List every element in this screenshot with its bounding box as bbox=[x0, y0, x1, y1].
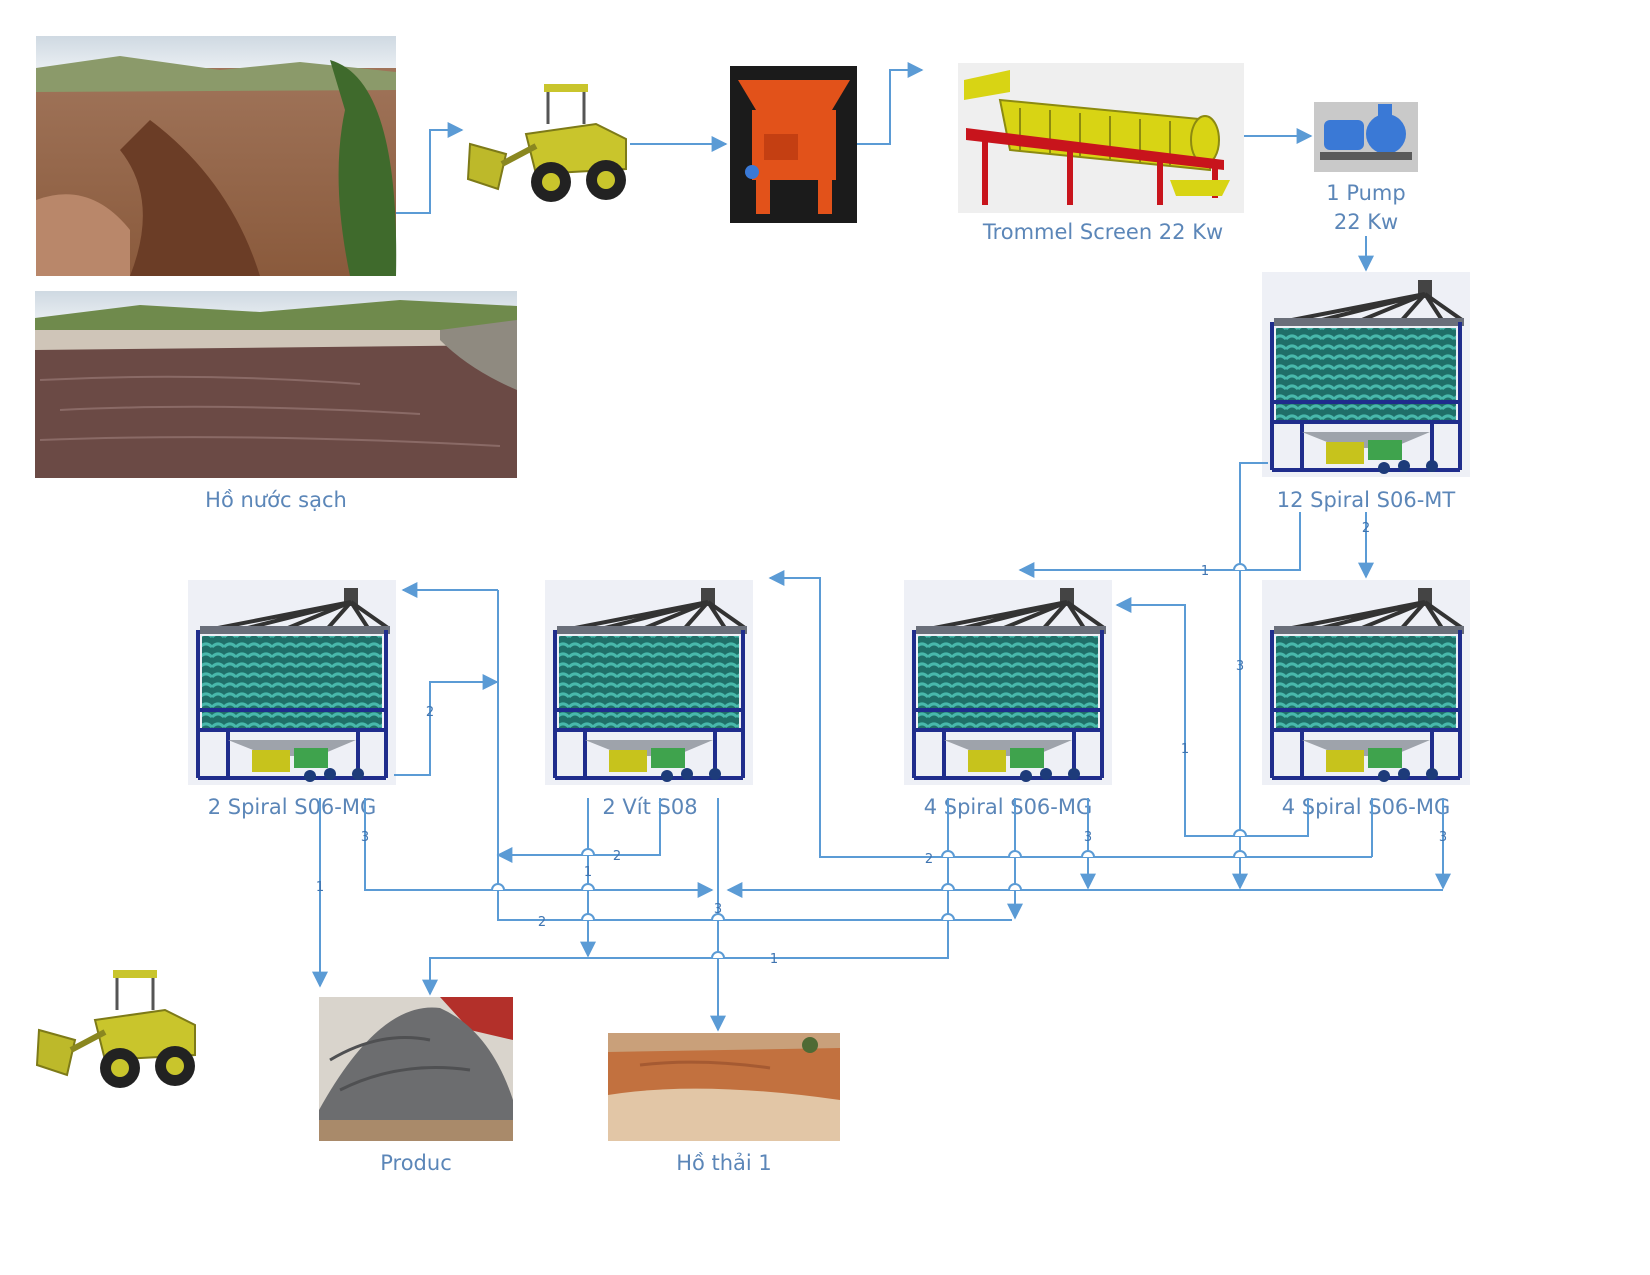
flow-num: 2 bbox=[426, 705, 434, 720]
spiral-unit-mg4b bbox=[1260, 578, 1472, 787]
pump-icon bbox=[1314, 102, 1418, 172]
quarry-photo bbox=[36, 36, 397, 276]
spiral-unit-mg4a bbox=[902, 578, 1114, 787]
tailings-pond-photo bbox=[608, 1033, 840, 1141]
flow-num: 2 bbox=[1362, 521, 1370, 536]
vit-s08-label: 2 Vít S08 bbox=[602, 795, 697, 819]
flow-lines bbox=[312, 62, 1451, 1032]
sand-pile-photo bbox=[319, 997, 513, 1141]
flow-num: 3 bbox=[714, 902, 722, 917]
spiral-unit-mt bbox=[1260, 270, 1472, 479]
flow-num: 3 bbox=[1084, 830, 1092, 845]
line-crossings bbox=[491, 563, 1247, 959]
pond-label: Hồ nước sạch bbox=[205, 488, 347, 512]
spiral-unit-mg2 bbox=[186, 578, 398, 787]
flow-number-labels: 1 2 3 1 3 3 2 2 3 1 2 1 3 2 1 bbox=[316, 521, 1447, 967]
flow-num: 1 bbox=[1181, 742, 1189, 757]
flow-num: 3 bbox=[361, 830, 369, 845]
tailings-label: Hồ thải 1 bbox=[676, 1151, 772, 1175]
spiral-mg2-label: 2 Spiral S06-MG bbox=[208, 795, 377, 819]
loader-icon-bottom bbox=[35, 970, 200, 1095]
spiral-mg4b-label: 4 Spiral S06-MG bbox=[1282, 795, 1451, 819]
flow-num: 3 bbox=[1439, 830, 1447, 845]
flow-num: 1 bbox=[584, 865, 592, 880]
flow-num: 2 bbox=[613, 849, 621, 864]
spiral-unit-vit bbox=[543, 578, 755, 787]
flow-num: 3 bbox=[1236, 659, 1244, 674]
pump-label-2: 22 Kw bbox=[1334, 210, 1398, 234]
spiral-mt-label: 12 Spiral S06-MT bbox=[1277, 488, 1456, 512]
trommel-icon bbox=[958, 63, 1244, 213]
flow-num: 1 bbox=[1201, 564, 1209, 579]
flow-num: 2 bbox=[538, 915, 546, 930]
trommel-label: Trommel Screen 22 Kw bbox=[982, 220, 1223, 244]
flow-num: 1 bbox=[316, 880, 324, 895]
hopper-icon bbox=[730, 66, 857, 223]
product-label: Produc bbox=[380, 1151, 452, 1175]
spiral-mg4a-label: 4 Spiral S06-MG bbox=[924, 795, 1093, 819]
pump-label-1: 1 Pump bbox=[1326, 181, 1405, 205]
flow-num: 1 bbox=[770, 952, 778, 967]
loader-icon bbox=[466, 84, 631, 209]
flow-num: 2 bbox=[925, 852, 933, 867]
pond-photo bbox=[35, 291, 517, 478]
